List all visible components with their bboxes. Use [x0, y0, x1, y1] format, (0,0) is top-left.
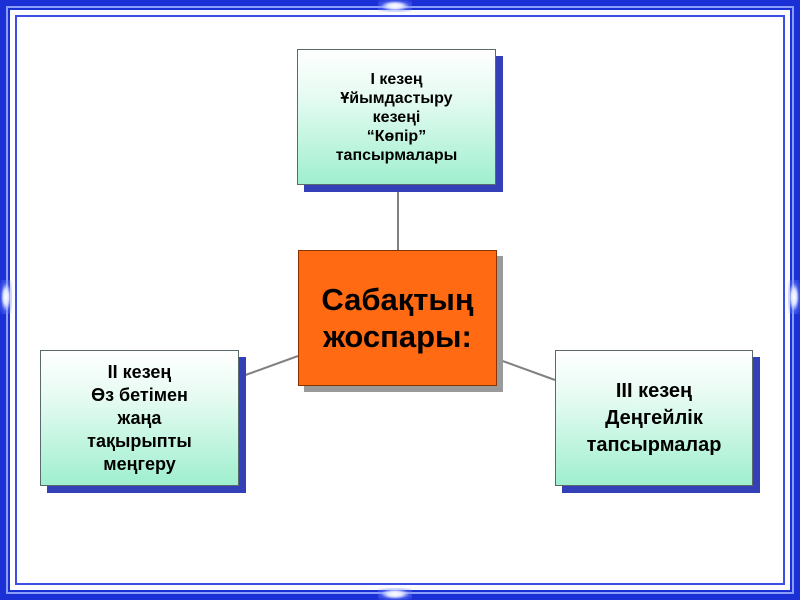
stage2-line: тақырыпты — [87, 430, 192, 451]
stage1-box: І кезең Ұйымдастыру кезеңі “Көпір” тапсы… — [297, 49, 496, 185]
stage1-line: Ұйымдастыру — [340, 89, 453, 107]
connector-center-stage2 — [239, 355, 299, 378]
frame-sparkle-left — [0, 280, 12, 314]
frame-sparkle-right — [788, 280, 800, 314]
stage1-line: І кезең — [370, 70, 423, 88]
stage2-line: жаңа — [117, 407, 162, 428]
stage2-line: Өз бетімен — [91, 384, 188, 405]
stage2-line: ІІ кезең — [107, 361, 172, 382]
center-box: Сабақтың жоспары: — [298, 250, 497, 386]
stage3-text: ІІІ кезең Деңгейлік тапсырмалар — [587, 378, 722, 459]
stage2-line: меңгеру — [103, 453, 176, 474]
stage2-text: ІІ кезең Өз бетімен жаңа тақырыпты меңге… — [87, 361, 192, 476]
stage1-line: “Көпір” — [366, 127, 427, 145]
connector-center-stage3 — [496, 358, 556, 381]
stage1-line: тапсырмалары — [335, 146, 458, 164]
stage3-line: тапсырмалар — [586, 433, 722, 456]
frame-sparkle-bottom — [378, 588, 412, 600]
stage3-line: Деңгейлік — [605, 406, 703, 429]
stage2-box: ІІ кезең Өз бетімен жаңа тақырыпты меңге… — [40, 350, 239, 486]
stage1-line: кезеңі — [372, 108, 421, 126]
center-line: Сабақтың — [321, 282, 474, 317]
stage1-text: І кезең Ұйымдастыру кезеңі “Көпір” тапсы… — [336, 70, 458, 165]
center-line: жоспары: — [323, 319, 472, 354]
stage3-box: ІІІ кезең Деңгейлік тапсырмалар — [555, 350, 753, 486]
frame-sparkle-top — [378, 0, 412, 12]
stage3-line: ІІІ кезең — [615, 379, 693, 402]
center-text: Сабақтың жоспары: — [321, 281, 473, 355]
